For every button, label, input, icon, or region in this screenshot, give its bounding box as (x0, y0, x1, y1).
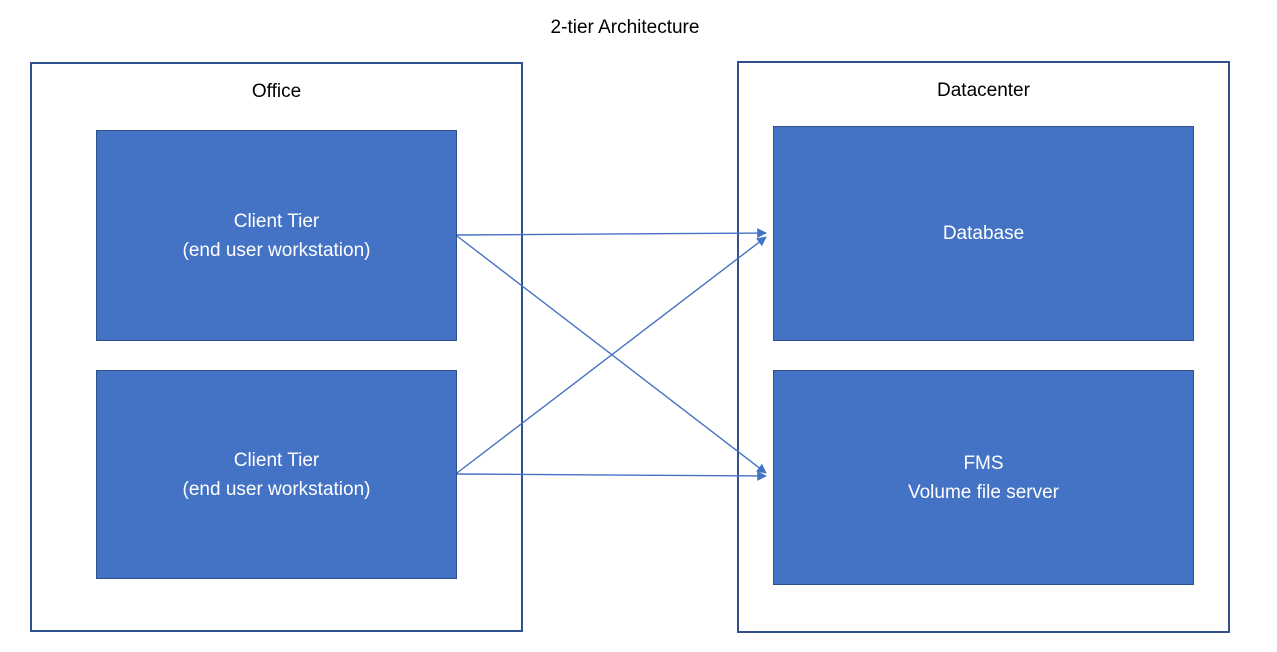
node-fms-label-line-2: Volume file server (907, 481, 1059, 503)
node-client-tier-1-label-line-1: Client Tier (233, 210, 320, 232)
node-client-tier-2: Client Tier (end user workstation) (96, 370, 457, 579)
node-client-tier-1-label-line-2: (end user workstation) (182, 239, 371, 261)
node-fms: FMS Volume file server (773, 370, 1194, 585)
node-database-label-line-1: Database (942, 223, 1025, 244)
diagram-title: 2-tier Architecture (550, 17, 700, 38)
node-client-tier-2-label-line-1: Client Tier (233, 449, 320, 471)
group-office-label: Office (251, 81, 302, 102)
node-fms-label-line-1: FMS (963, 452, 1004, 474)
node-client-tier-2-label-line-2: (end user workstation) (182, 478, 371, 500)
node-client-tier-1: Client Tier (end user workstation) (96, 130, 457, 341)
group-datacenter-label: Datacenter (937, 80, 1030, 101)
node-database: Database (773, 126, 1194, 341)
